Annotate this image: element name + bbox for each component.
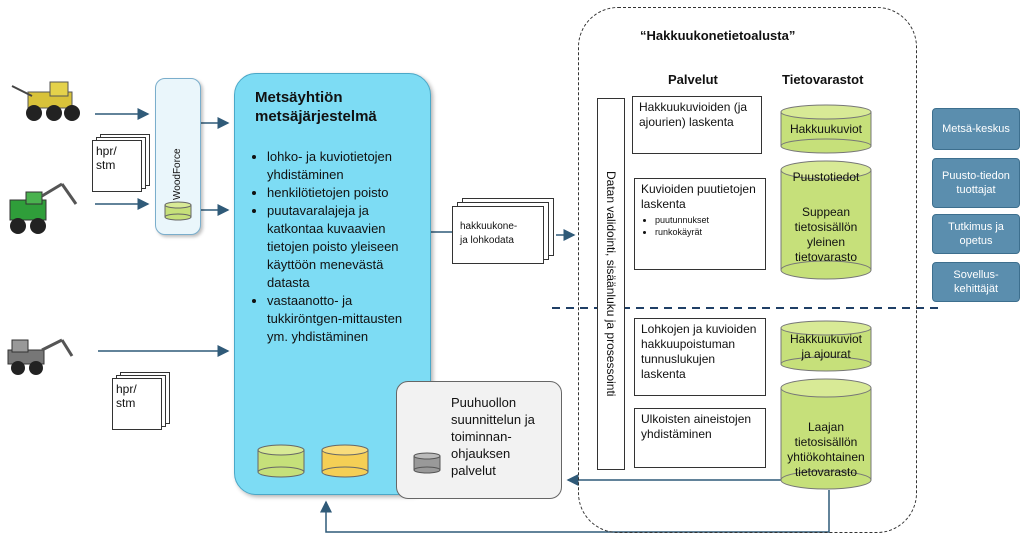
database-icon-yellow: [321, 444, 369, 478]
side-box-tutkimus: Tutkimus ja opetus: [932, 214, 1020, 254]
side-box-metsakeskus: Metsä-keskus: [932, 108, 1020, 150]
database-icon-green: [257, 444, 305, 478]
list-item: henkilötietojen poisto: [267, 184, 417, 202]
service-box: Hakkuukuvioiden (ja ajourien) laskenta: [632, 96, 762, 154]
document-stack-middle: hakkuukone- ja lohkodata: [452, 198, 556, 270]
data-store-cylinder: [780, 104, 872, 154]
service-box: Ulkoisten aineistojen yhdistäminen: [634, 408, 766, 468]
service-bullet: runkokäyrät: [655, 226, 759, 238]
service-label: Hakkuukuvioiden (ja ajourien) laskenta: [639, 100, 748, 129]
stores-column-header: Tietovarastot: [782, 72, 864, 87]
validation-label: Datan validointi, sisäänluku ja prosesso…: [604, 171, 618, 397]
data-store-label: Puustotiedot: [792, 170, 860, 184]
side-box-puustotiedon-tuottajat: Puusto-tiedon tuottajat: [932, 158, 1020, 208]
harvester-data-platform-box: [578, 7, 917, 533]
service-box: Kuvioiden puutietojen laskenta puutunnuk…: [634, 178, 766, 270]
document-label: hpr/ stm: [96, 144, 117, 172]
harvester-grey-machine-icon: [7, 338, 74, 375]
validation-bar: Datan validointi, sisäänluku ja prosesso…: [597, 98, 625, 470]
document-stack-bottom: hpr/ stm: [112, 372, 172, 430]
woodforce-box: WoodForce: [155, 78, 201, 235]
forwarder-machine-icon: [11, 81, 80, 121]
service-label: Kuvioiden puutietojen laskenta: [641, 182, 756, 211]
service-bullet: puutunnukset: [655, 214, 759, 226]
database-icon-grey: [413, 452, 441, 474]
list-item: vastaanotto- ja tukkiröntgen-mittausten …: [267, 292, 417, 346]
service-label: Ulkoisten aineistojen yhdistäminen: [641, 412, 752, 441]
harvester-machine-icon: [9, 182, 78, 234]
document-label: hakkuukone- ja lohkodata: [460, 221, 518, 246]
harvester-data-platform-title: “Hakkuukonetietoalusta”: [640, 28, 796, 43]
data-store-cylinder: [780, 160, 872, 280]
services-column-header: Palvelut: [668, 72, 718, 87]
document-stack-top: hpr/ stm: [92, 134, 152, 192]
data-store-cylinder: [780, 378, 872, 490]
forest-company-system-title: Metsäyhtiön metsäjärjestelmä: [255, 89, 377, 125]
data-store-description: Suppean tietosisällön yleinen tietovaras…: [794, 205, 858, 264]
service-box: Lohkojen ja kuvioiden hakkuupoistuman tu…: [634, 318, 766, 396]
data-store-description: Laajan tietosisällön yhtiökohtainen tiet…: [787, 420, 865, 479]
list-item: puutavaralajeja ja katkontaa kuvaavien t…: [267, 202, 417, 292]
wood-supply-services-box: Puuhuollon suunnittelun ja toiminnan-ohj…: [396, 381, 562, 499]
data-store-label: Hakkuukuviot ja ajourat: [789, 332, 863, 361]
database-icon: [164, 201, 192, 221]
arrow-hak-mets: [320, 490, 830, 533]
side-box-sovelluskehittajat: Sovellus-kehittäjät: [932, 262, 1020, 302]
list-item: lohko- ja kuviotietojen yhdistäminen: [267, 148, 417, 184]
document-label: hpr/ stm: [116, 382, 137, 410]
data-store-cylinder: [780, 320, 872, 372]
wood-supply-services-text: Puuhuollon suunnittelun ja toiminnan-ohj…: [451, 395, 535, 478]
service-label: Lohkojen ja kuvioiden hakkuupoistuman tu…: [641, 322, 757, 381]
data-store-label: Hakkuukuviot: [789, 122, 863, 136]
forest-company-system-list: lohko- ja kuviotietojen yhdistäminen hen…: [253, 148, 417, 346]
